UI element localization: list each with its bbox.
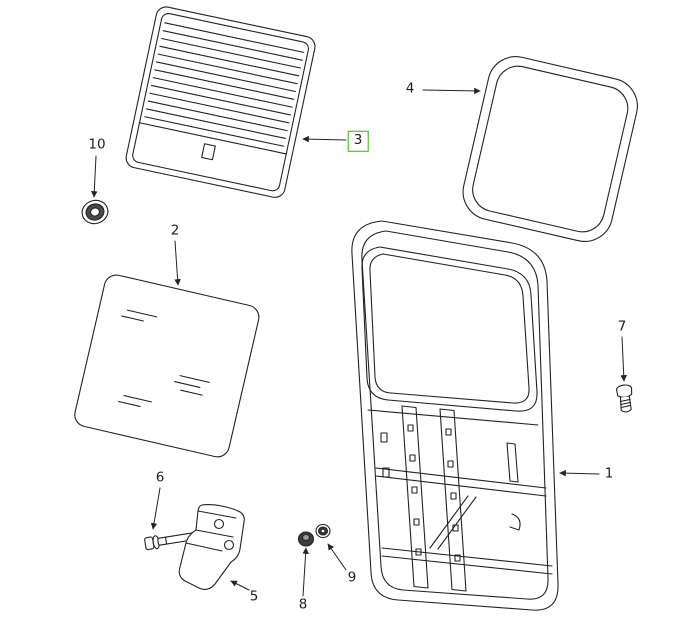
leader-line-3 <box>302 135 347 143</box>
grommet-drawing <box>81 199 109 225</box>
leader-line-10 <box>91 155 98 198</box>
callout-4[interactable]: 4 <box>405 80 415 97</box>
washer-drawing <box>315 523 331 539</box>
door-window-aperture <box>361 246 538 412</box>
window-glass-drawing <box>74 274 260 458</box>
leader-line-4 <box>422 87 481 95</box>
sliding-panel-drawing <box>125 6 316 198</box>
callout-3-highlighted[interactable]: 3 <box>347 130 369 152</box>
window-seal-drawing <box>462 56 638 242</box>
door-latch-slot <box>506 442 519 483</box>
leader-line-5 <box>230 580 250 591</box>
leader-line-9 <box>327 543 347 571</box>
callout-9[interactable]: 9 <box>347 569 357 586</box>
callout-10[interactable]: 10 <box>88 136 106 153</box>
callout-1[interactable]: 1 <box>604 465 614 482</box>
nut-drawing <box>297 531 315 547</box>
callout-7[interactable]: 7 <box>617 318 627 335</box>
leader-line-7 <box>620 336 627 382</box>
leader-line-8 <box>302 547 309 597</box>
callout-6[interactable]: 6 <box>155 469 165 486</box>
panel-latch-tab <box>201 143 216 161</box>
callout-8[interactable]: 8 <box>298 596 308 613</box>
bolt-drawing <box>616 384 633 413</box>
pin-drawing <box>144 532 197 551</box>
callout-leader-lines <box>91 87 627 597</box>
callout-2[interactable]: 2 <box>170 222 180 239</box>
bracket-drawing <box>178 504 245 590</box>
door-frame-drawing <box>351 220 559 611</box>
leader-line-1 <box>559 469 600 477</box>
leader-line-6 <box>150 487 161 530</box>
callout-5[interactable]: 5 <box>249 588 259 605</box>
leader-line-2 <box>174 240 181 286</box>
